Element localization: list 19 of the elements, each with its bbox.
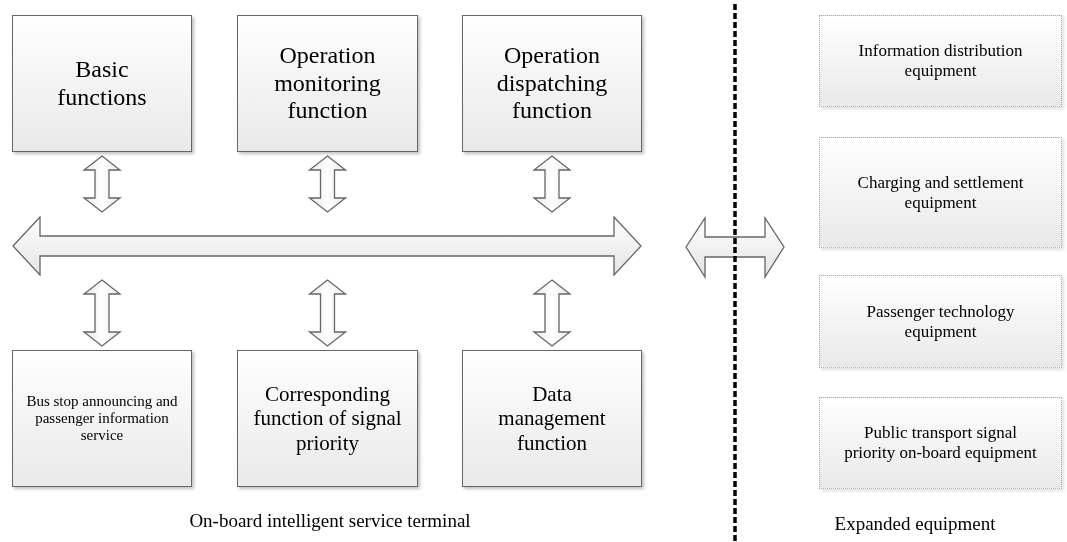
function-box: Operation monitoring function (237, 15, 418, 152)
function-box: Corresponding function of signal priority (237, 350, 418, 487)
double-arrow (307, 155, 348, 213)
function-box: Operation dispatching function (462, 15, 642, 152)
bus-arrow (12, 216, 642, 276)
function-box: Bus stop announcing and passenger information service (12, 350, 192, 487)
function-box: Data management function (462, 350, 642, 487)
double-arrow (82, 279, 122, 347)
equipment-box: Information distribution equipment (819, 15, 1062, 107)
function-box: Basic functions (12, 15, 192, 152)
equipment-box: Public transport signal priority on-board equipment (819, 397, 1062, 489)
double-arrow (307, 279, 348, 347)
double-arrow (532, 155, 572, 213)
double-arrow (82, 155, 122, 213)
equipment-box: Charging and settlement equipment (819, 137, 1062, 248)
double-arrow (532, 279, 572, 347)
group-caption: On-board intelligent service terminal (189, 510, 471, 532)
group-caption: Expanded equipment (834, 513, 996, 535)
equipment-box: Passenger technology equipment (819, 275, 1062, 368)
